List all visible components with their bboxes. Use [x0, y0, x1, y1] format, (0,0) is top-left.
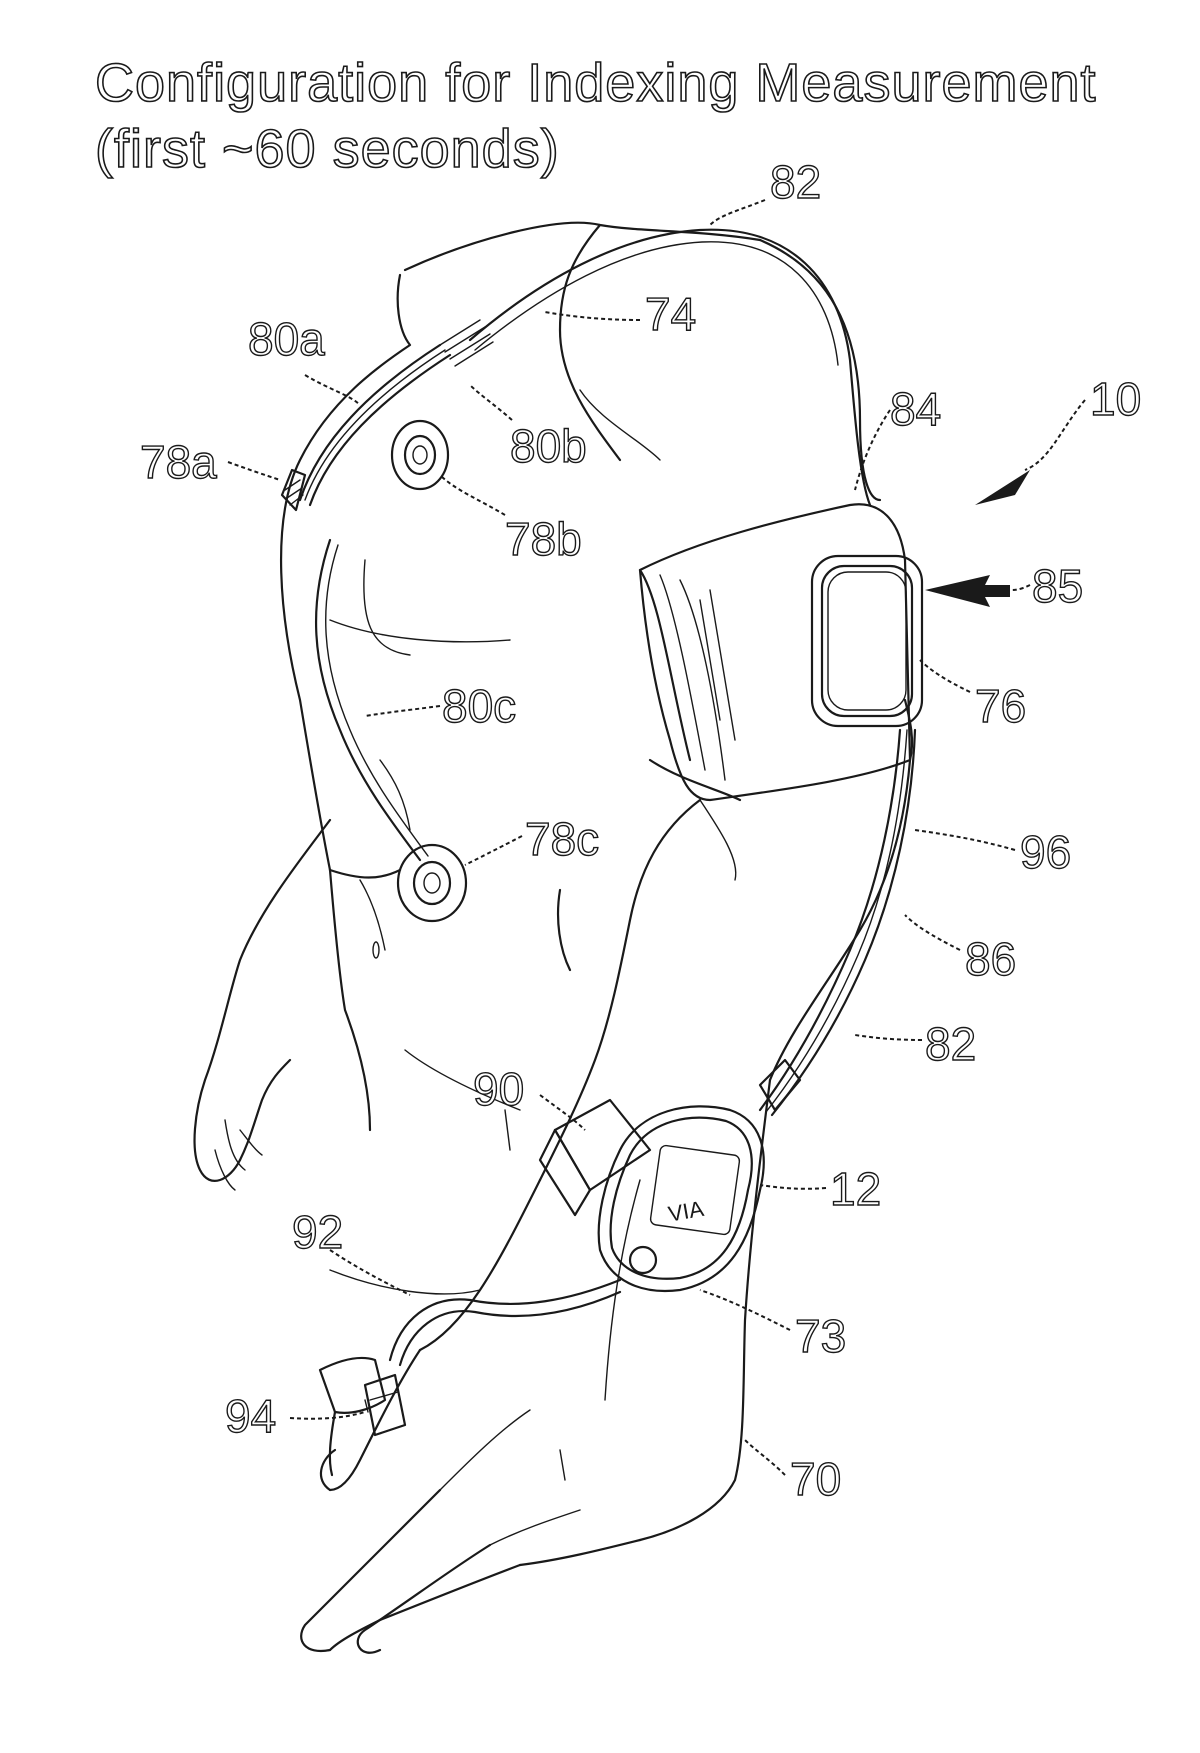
- label-82-top: 82: [770, 156, 821, 208]
- wrist-device: VIA: [540, 1060, 800, 1291]
- label-80c: 80c: [442, 680, 516, 732]
- arrow-10: [975, 400, 1085, 505]
- label-80a: 80a: [248, 313, 325, 365]
- label-94: 94: [225, 1390, 276, 1442]
- label-78a: 78a: [140, 436, 217, 488]
- label-10: 10: [1090, 373, 1141, 425]
- label-82-bottom: 82: [925, 1018, 976, 1070]
- bp-cuff: [640, 504, 922, 800]
- electrode-78c: [398, 845, 466, 921]
- label-86: 86: [965, 933, 1016, 985]
- forearm: [301, 760, 910, 1653]
- label-73: 73: [795, 1310, 846, 1362]
- label-78b: 78b: [505, 513, 582, 565]
- label-76: 76: [975, 680, 1026, 732]
- label-74: 74: [645, 288, 696, 340]
- label-78c: 78c: [525, 813, 599, 865]
- label-12: 12: [830, 1163, 881, 1215]
- label-90: 90: [473, 1063, 524, 1115]
- shoulder-hatching: [440, 320, 493, 366]
- reference-labels: 82 74 80a 10 84 80b 78a 78b 85 76 80c 78…: [140, 156, 1141, 1505]
- device-display-text: VIA: [666, 1196, 706, 1227]
- cables: [300, 230, 915, 1365]
- upper-arm: [558, 225, 880, 970]
- label-70: 70: [790, 1453, 841, 1505]
- label-80b: 80b: [510, 420, 587, 472]
- arrow-85: [925, 575, 1010, 607]
- label-84: 84: [890, 383, 941, 435]
- label-85: 85: [1032, 560, 1083, 612]
- label-96: 96: [1020, 826, 1071, 878]
- electrode-78b: [392, 421, 448, 489]
- label-92: 92: [292, 1206, 343, 1258]
